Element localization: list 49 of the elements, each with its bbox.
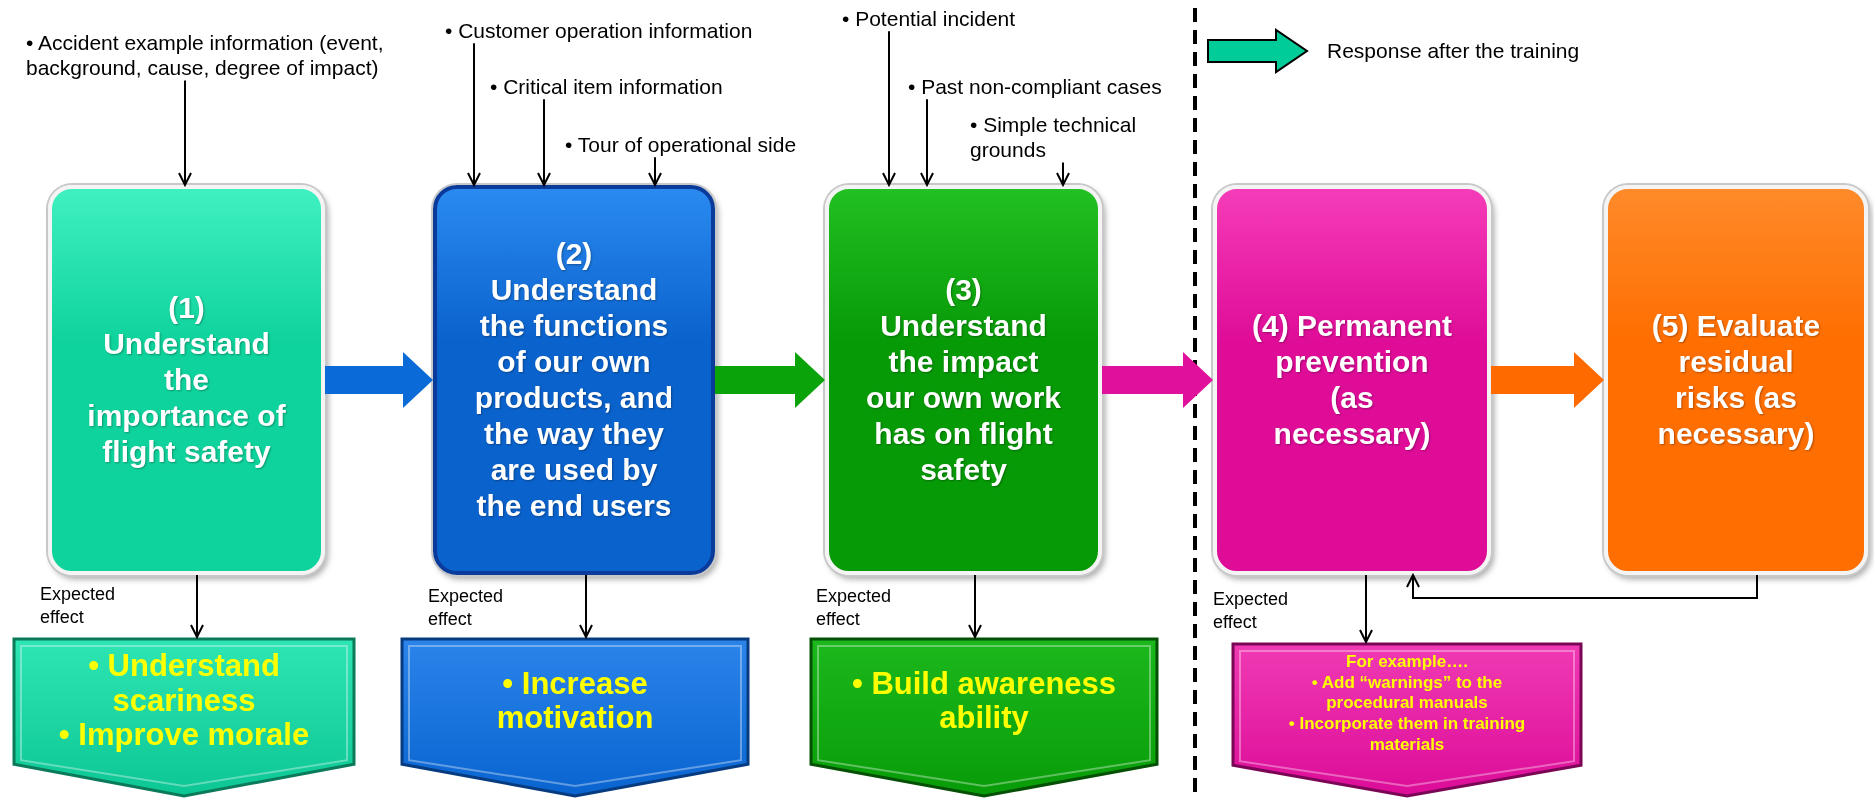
input-note: • Accident example information (event, background, cause, degree of impact) [26, 30, 416, 81]
effect-text: • Incorporate them in training materials [1287, 714, 1527, 756]
effect-text: • Understand scariness [87, 649, 281, 718]
effect-banner [400, 637, 750, 798]
step-text: (3) Understand the impact our own work has on flight safety [865, 272, 1062, 488]
effect-banner [1231, 642, 1583, 798]
flow-arrow [1102, 352, 1213, 408]
effect-text: • Add “warnings” to the procedural manuals [1310, 672, 1504, 714]
input-note: • Critical item information [490, 74, 780, 100]
expected-effect-label: Expected effect [428, 585, 505, 630]
effect-text: For example…. [1346, 651, 1468, 673]
arrow [882, 30, 896, 186]
feedback-arrow [1406, 574, 1758, 599]
arrow [920, 98, 934, 186]
arrow [968, 574, 982, 638]
expected-effect-label: Expected effect [1213, 588, 1290, 633]
input-note: • Past non-compliant cases [908, 74, 1183, 100]
arrow [537, 98, 551, 186]
arrow [648, 156, 662, 186]
effect-text: • Improve morale [58, 717, 310, 752]
flow-arrow [325, 352, 433, 408]
step-text: (4) Permanent prevention (as necessary) [1251, 308, 1453, 452]
effect-banner [809, 637, 1159, 798]
effect-text: • Build awareness ability [851, 666, 1117, 735]
input-note: • Potential incident [842, 6, 1082, 32]
input-note: • Tour of operational side [565, 132, 855, 158]
flow-arrow [1491, 352, 1604, 408]
flow-arrow [715, 352, 825, 408]
step-box [825, 185, 1102, 575]
step-box [433, 185, 715, 575]
arrow [190, 574, 204, 638]
step-box [1604, 185, 1868, 575]
legend-text: Response after the training [1327, 38, 1580, 64]
step-text: (5) Evaluate residual risks (as necessary) [1650, 308, 1822, 452]
arrow [1359, 574, 1373, 643]
arrow [178, 79, 192, 186]
arrow [579, 574, 593, 638]
expected-effect-label: Expected effect [816, 585, 893, 630]
arrow [1056, 161, 1070, 186]
expected-effect-label: Expected effect [40, 583, 117, 628]
step-text: (2) Understand the functions of our own products, and the way they are used by the end users [473, 236, 675, 524]
input-note: • Simple technical grounds [970, 112, 1170, 163]
effect-text: • Increase motivation [495, 666, 655, 735]
step-text: (1) Understand the importance of flight safety [86, 290, 287, 470]
effect-banner [12, 637, 356, 798]
arrow [467, 42, 481, 186]
input-note: • Customer operation information [445, 18, 805, 44]
step-box [1213, 185, 1491, 575]
step-box [48, 185, 325, 575]
